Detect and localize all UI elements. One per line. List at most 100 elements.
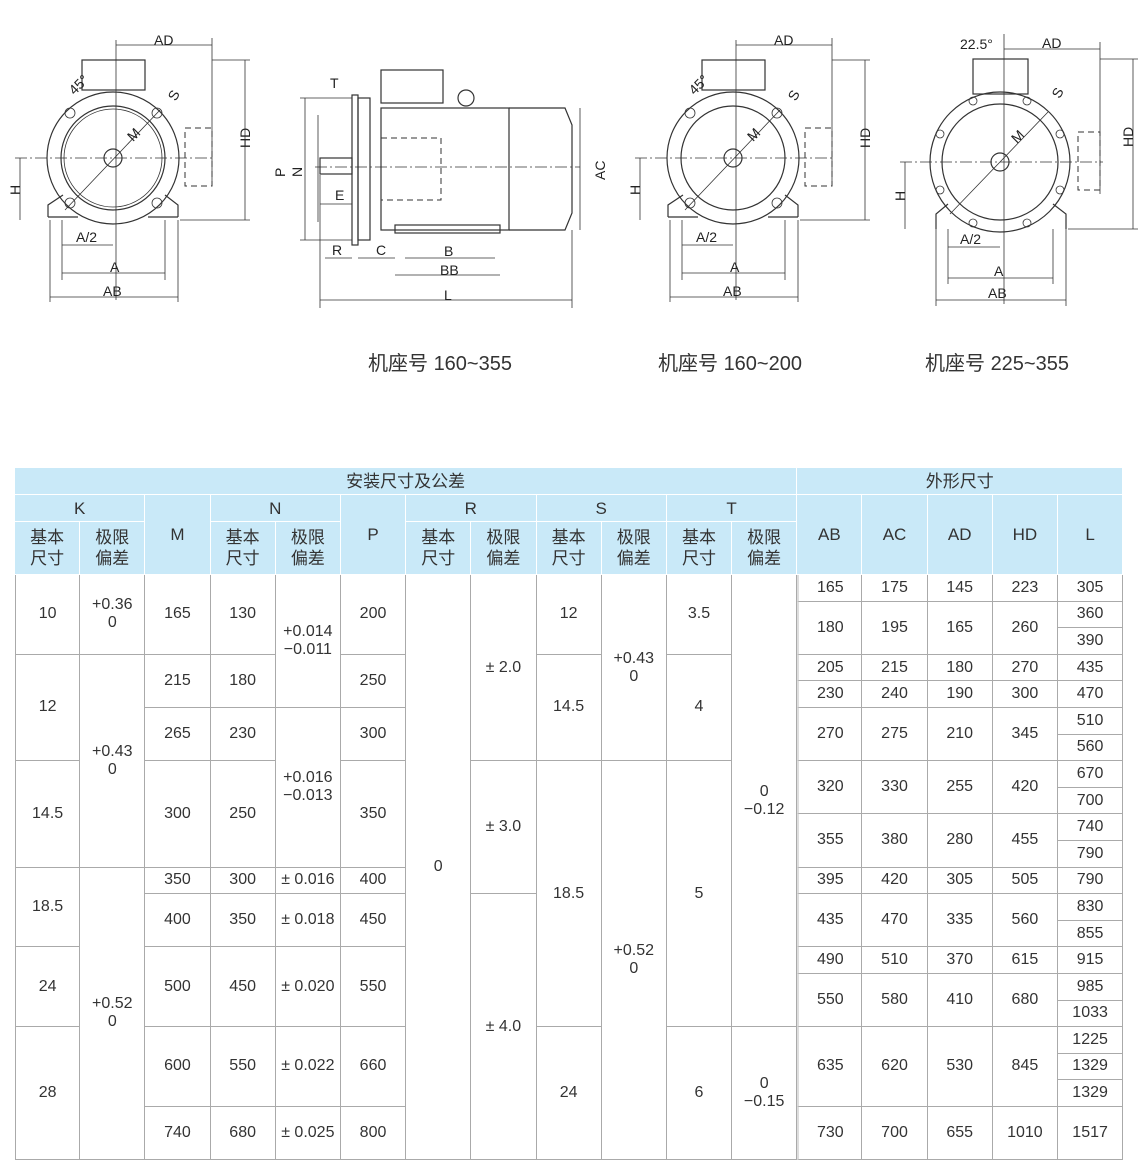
header-L: L: [1058, 495, 1124, 575]
cell-ac: 330: [862, 761, 928, 815]
cell-p: 250: [340, 654, 407, 708]
header-basic-size: 基本 尺寸: [666, 522, 733, 575]
label-AD: AD: [1042, 35, 1061, 51]
cell-ab: 730: [797, 1106, 863, 1161]
cell-hd: 270: [992, 654, 1058, 682]
cell-ab: 270: [797, 707, 863, 762]
cell-k-basic: 18.5: [15, 867, 81, 948]
cell-hd: 505: [992, 867, 1058, 895]
header-S: S: [536, 495, 667, 522]
cell-ac: 240: [862, 681, 928, 708]
label-AB: AB: [723, 283, 742, 299]
cell-s-basic: 12: [536, 575, 602, 655]
cell-l: 360: [1058, 601, 1124, 629]
cell-m: 350: [145, 867, 211, 895]
caption-frame-225-355: 机座号 225~355: [925, 353, 1069, 375]
cell-hd: 1010: [992, 1106, 1058, 1161]
cell-ad: 305: [927, 867, 993, 895]
cell-n-tol: ± 0.022: [275, 1027, 341, 1107]
cell-l: 305: [1058, 575, 1124, 602]
cell-ad: 255: [927, 761, 993, 815]
label-AB: AB: [103, 283, 122, 299]
header-T: T: [666, 495, 798, 522]
cell-t-tol: 0 −0.12: [732, 575, 798, 1028]
label-H: H: [627, 185, 643, 195]
label-angle: 22.5°: [960, 36, 993, 52]
cell-l: 390: [1058, 628, 1124, 655]
cell-ac: 420: [862, 867, 928, 895]
cell-n-basic: 130: [210, 575, 276, 655]
header-K: K: [15, 495, 146, 522]
cell-s-tol: +0.52 0: [601, 761, 667, 1161]
cell-k-basic: 12: [15, 654, 81, 762]
cell-ab: 205: [797, 654, 863, 682]
cell-s-basic: 14.5: [536, 654, 602, 762]
cell-ab: 355: [797, 814, 863, 868]
cell-ab: 395: [797, 867, 863, 895]
cell-l: 560: [1058, 734, 1124, 762]
cell-ad: 165: [927, 601, 993, 655]
label-AB: AB: [988, 285, 1007, 301]
header-AB: AB: [797, 495, 863, 575]
cell-ac: 620: [862, 1027, 928, 1107]
cell-hd: 560: [992, 894, 1058, 948]
cell-l: 470: [1058, 681, 1124, 708]
cell-ac: 580: [862, 973, 928, 1028]
cell-ac: 215: [862, 654, 928, 682]
label-B: B: [444, 243, 453, 259]
label-P: P: [272, 168, 288, 177]
header-tolerance: 极限 偏差: [275, 522, 341, 575]
label-S: S: [1048, 85, 1067, 101]
header-M: M: [145, 495, 211, 575]
cell-l: 855: [1058, 920, 1124, 948]
cell-k-tol: +0.43 0: [80, 654, 146, 868]
cell-p: 300: [340, 707, 407, 762]
header-basic-size: 基本 尺寸: [406, 522, 472, 575]
cell-l: 435: [1058, 654, 1124, 682]
cell-n-basic: 450: [210, 947, 276, 1028]
cell-ab: 180: [797, 601, 863, 655]
cell-p: 800: [340, 1106, 407, 1161]
cell-ab: 435: [797, 894, 863, 948]
cell-m: 265: [145, 707, 211, 762]
cell-m: 740: [145, 1106, 211, 1161]
label-N: N: [289, 167, 305, 177]
caption-frame-160-355: 机座号 160~355: [368, 353, 512, 375]
cell-s-basic: 24: [536, 1027, 602, 1161]
cell-m: 215: [145, 654, 211, 708]
cell-p: 350: [340, 761, 407, 868]
cell-k-basic: 24: [15, 947, 81, 1028]
cell-t-basic: 3.5: [666, 575, 733, 655]
cell-n-tol: +0.014 −0.011: [275, 575, 341, 708]
cell-l: 1033: [1058, 1000, 1124, 1028]
cell-ad: 210: [927, 707, 993, 762]
label-R: R: [332, 242, 342, 258]
label-angle: 45°: [65, 71, 91, 97]
label-A-half: A/2: [76, 229, 97, 245]
cell-hd: 455: [992, 814, 1058, 868]
cell-ad: 190: [927, 681, 993, 708]
cell-r-tol: ± 3.0: [471, 761, 537, 895]
side-view: P N T E AC R C B BB L: [272, 69, 608, 308]
header-tolerance: 极限 偏差: [732, 522, 798, 575]
cell-m: 600: [145, 1027, 211, 1107]
cell-m: 400: [145, 894, 211, 948]
front-view-1: AD HD 45° S M H A/2 A AB: [7, 32, 253, 302]
cell-l: 985: [1058, 973, 1124, 1001]
cell-l: 700: [1058, 787, 1124, 815]
cell-ac: 175: [862, 575, 928, 602]
label-M: M: [124, 125, 144, 145]
cell-n-basic: 550: [210, 1027, 276, 1107]
cell-m: 300: [145, 761, 211, 868]
cell-r-basic: 0: [406, 575, 472, 1161]
cell-hd: 680: [992, 973, 1058, 1028]
header-basic-size: 基本 尺寸: [210, 522, 276, 575]
cell-ac: 275: [862, 707, 928, 762]
cell-ad: 530: [927, 1027, 993, 1107]
cell-n-basic: 350: [210, 894, 276, 948]
label-H: H: [7, 185, 23, 195]
cell-ad: 655: [927, 1106, 993, 1161]
cell-r-tol: ± 4.0: [471, 894, 537, 1161]
label-L: L: [444, 287, 452, 303]
label-AC: AC: [592, 161, 608, 180]
